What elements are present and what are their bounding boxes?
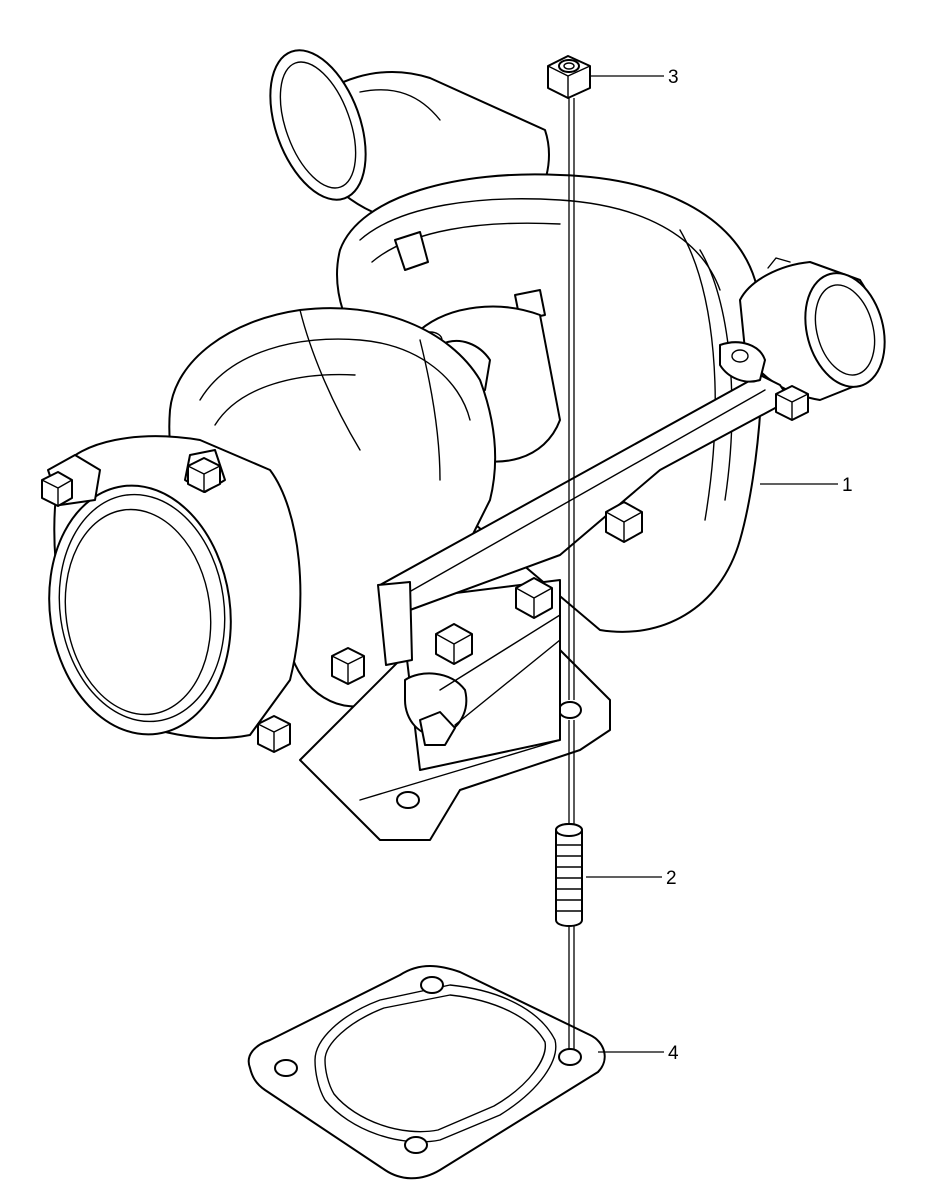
bracket-bolts: [435, 385, 809, 665]
bolt-icon: [331, 647, 365, 685]
bolt-icon: [515, 577, 553, 619]
stud: [555, 823, 583, 927]
bolt-icon: [187, 457, 221, 493]
flange-bolts: [41, 457, 365, 753]
bolt-icon: [41, 471, 73, 507]
gasket: [247, 965, 606, 1180]
assembly-axis-line: [568, 98, 575, 1050]
actuator-bracket: [377, 341, 791, 746]
bolt-icon: [605, 501, 643, 543]
callout-1: 1: [842, 475, 853, 496]
callout-4: 4: [668, 1043, 679, 1064]
callout-labels: 1 2 3 4: [666, 67, 853, 1064]
turbine-inlet-flange: [47, 435, 302, 740]
turbocharger-assembly: [41, 49, 886, 841]
nut: [547, 55, 591, 99]
bolt-icon: [257, 715, 291, 753]
bolt-icon: [435, 623, 473, 665]
compressor-inlet: [739, 257, 886, 401]
callout-2: 2: [666, 868, 677, 889]
callout-3: 3: [668, 67, 679, 88]
bolt-icon: [775, 385, 809, 421]
leader-lines: [586, 75, 838, 1053]
